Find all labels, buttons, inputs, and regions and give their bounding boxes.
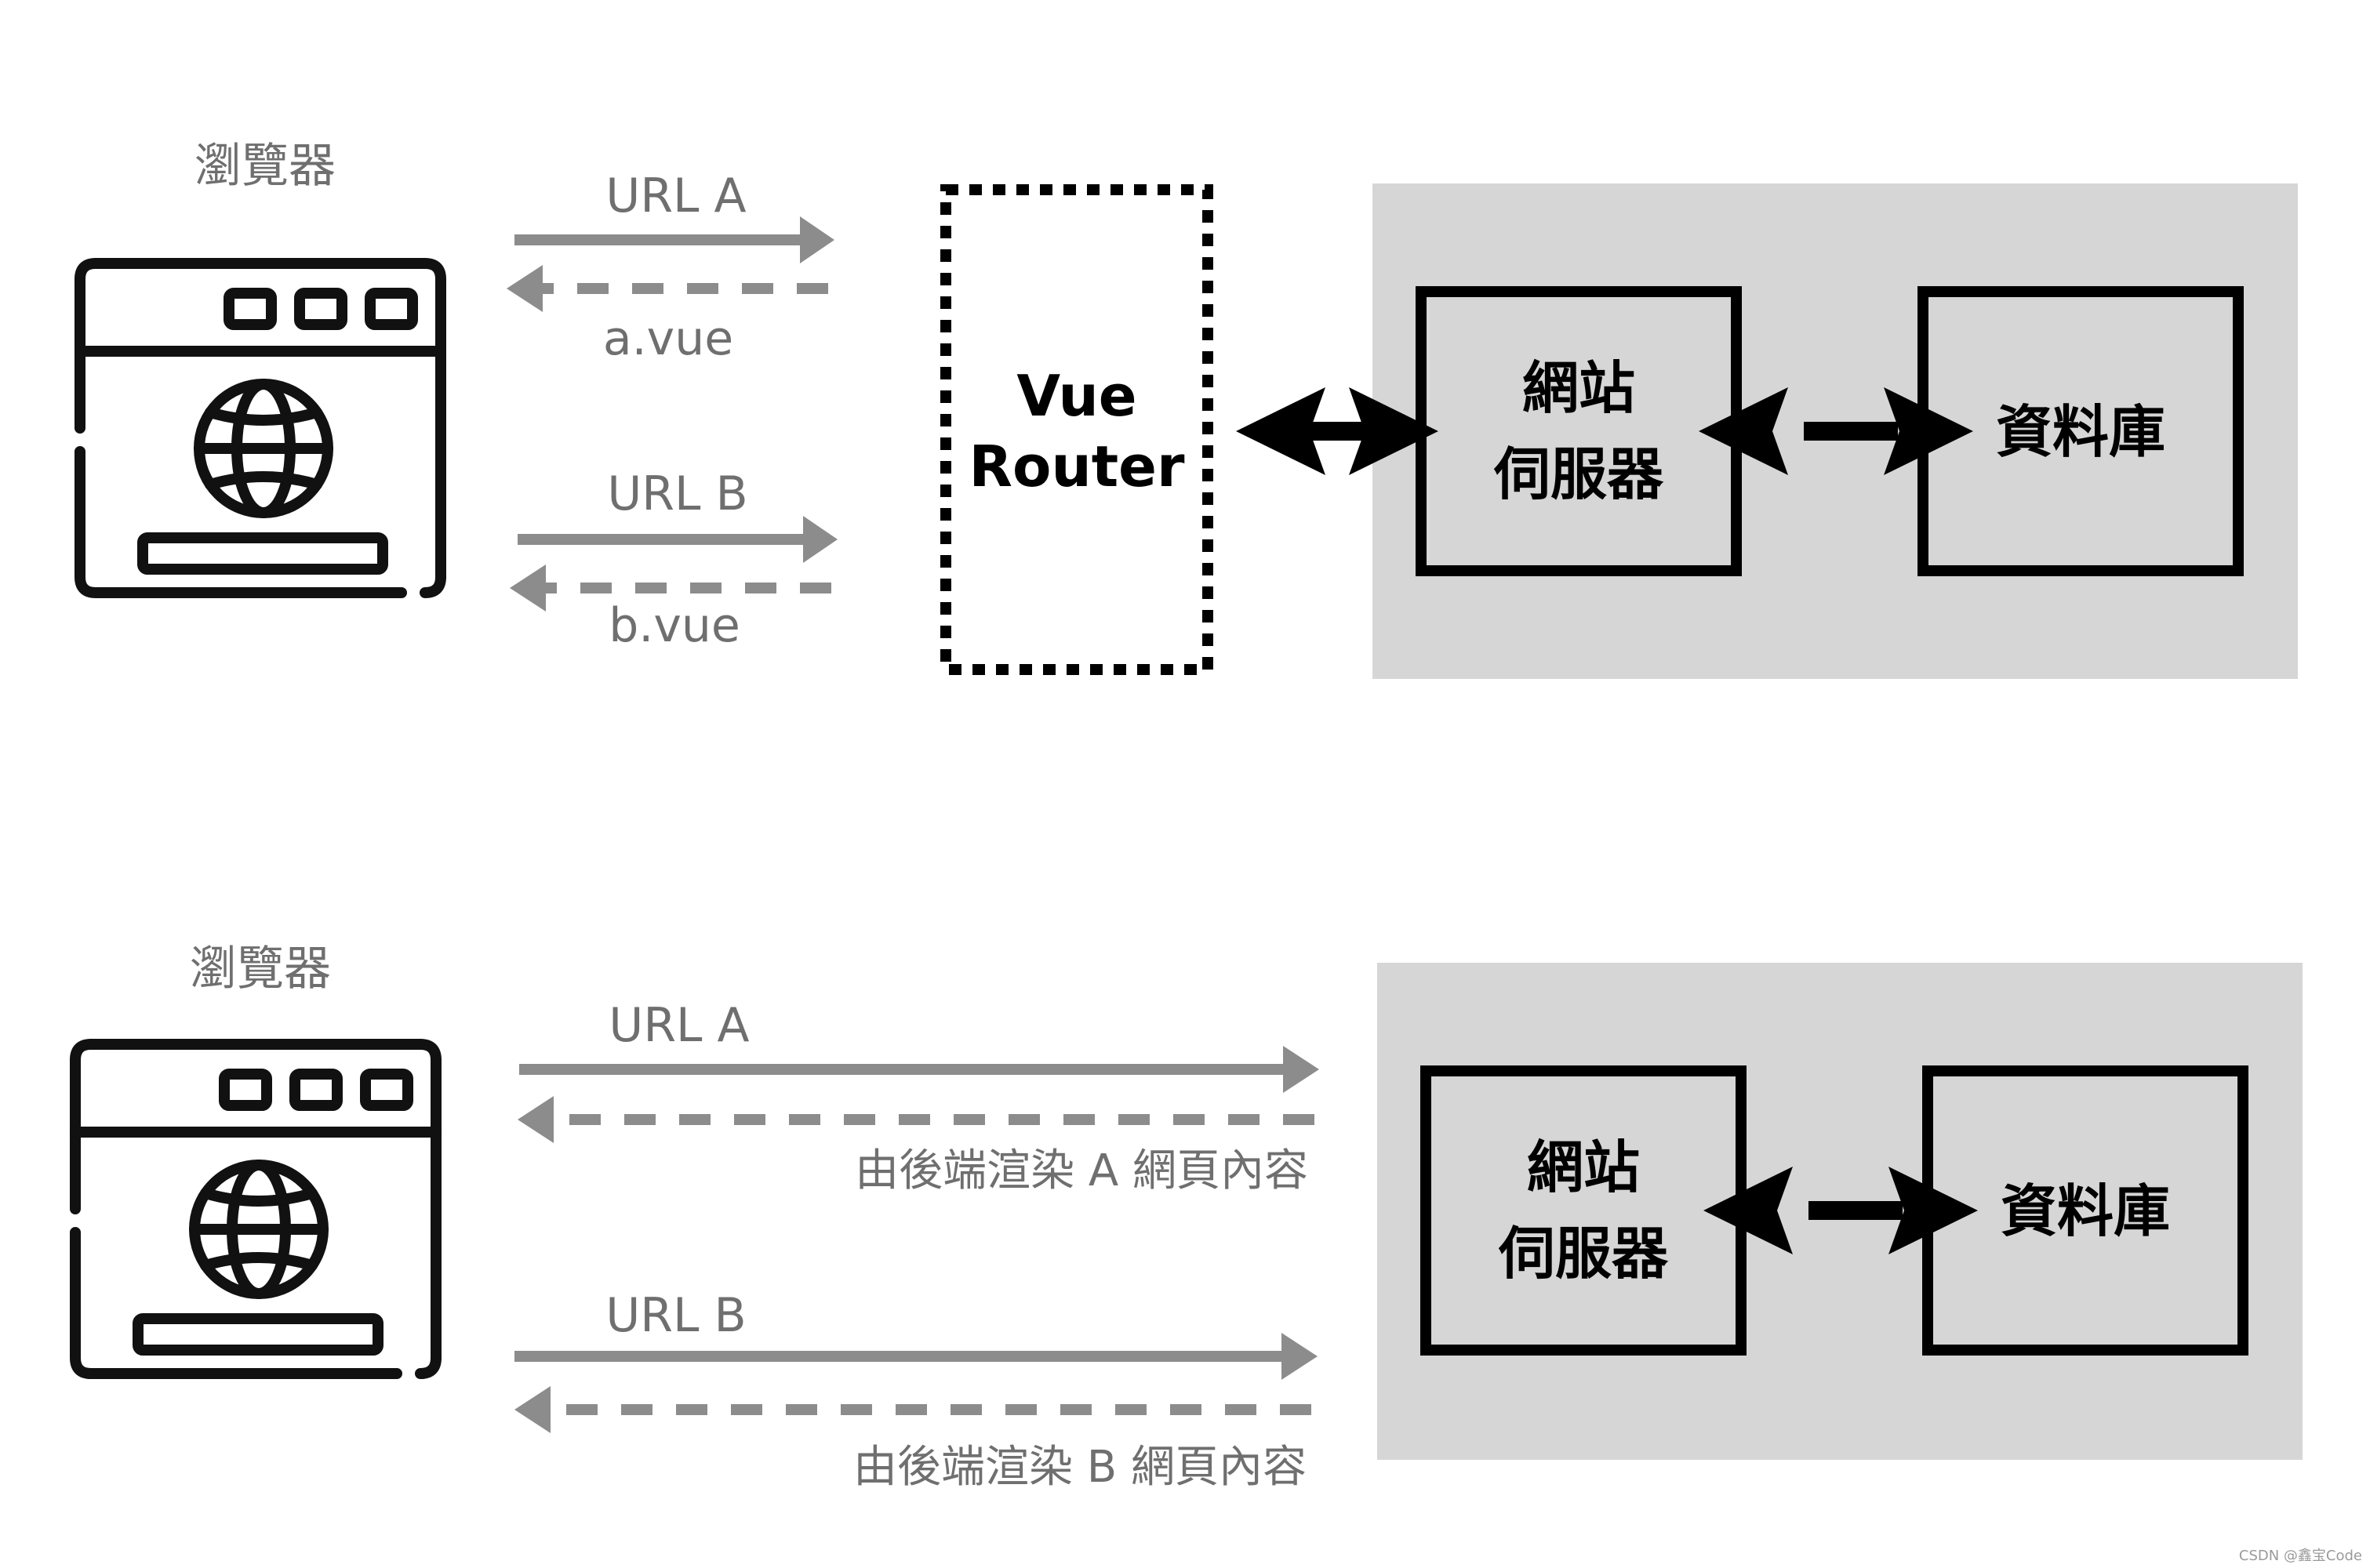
browser-window-globe-icon [75, 1044, 436, 1374]
vue-router-label-line2: Router [969, 434, 1185, 499]
url-a-arrowhead [800, 216, 834, 263]
url-a-label: URL A [605, 169, 746, 223]
a-vue-arrowhead [507, 265, 543, 312]
web-server-label-line2: 伺服器 [1493, 441, 1664, 507]
b-vue-label: b.vue [609, 598, 740, 653]
server-db-left-arrowhead [1703, 1167, 1793, 1254]
server-db-left-arrowhead [1699, 387, 1788, 475]
url-b-label: URL B [605, 1288, 746, 1343]
vue-router-label-line1: Vue [1016, 363, 1136, 429]
ssr-a-arrowhead [518, 1096, 554, 1143]
watermark: CSDN @鑫宝Code [2239, 1548, 2362, 1564]
browser-window-globe-icon [80, 263, 441, 593]
database-box [1922, 1065, 2248, 1356]
bottom-ssr-section: 瀏覽器 URL A 由後端渲染 A 網頁內容 URL B 由後端渲染 B 網頁內… [75, 942, 2303, 1493]
b-vue-arrowhead [510, 564, 546, 612]
url-b-label: URL B [607, 466, 747, 521]
web-server-label-line2: 伺服器 [1498, 1221, 1669, 1287]
a-vue-label: a.vue [603, 311, 733, 366]
router-side-arrowhead [1236, 387, 1325, 475]
url-b-arrowhead [1281, 1333, 1318, 1380]
web-server-label-line1: 網站 [1527, 1134, 1640, 1200]
url-a-arrowhead [1283, 1046, 1319, 1093]
database-label: 資料庫 [2001, 1178, 2170, 1244]
ssr-a-response-label: 由後端渲染 A 網頁內容 [855, 1145, 1308, 1196]
vue-router-box [940, 184, 1213, 675]
database-box [1917, 286, 2244, 576]
browser-label: 瀏覽器 [190, 942, 331, 996]
browser-label: 瀏覽器 [194, 139, 336, 194]
top-spa-section: 瀏覽器 URL A a.vue URL B b.vue Vue Router 網… [80, 139, 2298, 679]
ssr-b-response-label: 由後端渲染 B 網頁內容 [853, 1442, 1307, 1493]
web-server-label-line1: 網站 [1522, 355, 1635, 421]
ssr-b-arrowhead [514, 1386, 551, 1433]
database-label: 資料庫 [1996, 399, 2165, 465]
url-a-label: URL A [609, 998, 749, 1053]
server-side-arrowhead [1349, 387, 1438, 475]
url-b-arrowhead [803, 516, 838, 563]
